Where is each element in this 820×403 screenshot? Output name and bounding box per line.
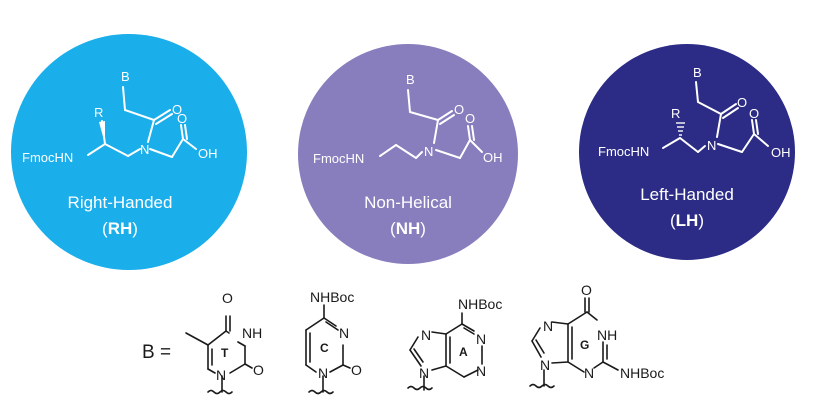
atom-o-amide: O: [737, 95, 747, 110]
monomer-right-handed: B R FmocHN N O O OH Right-Handed (RH): [11, 34, 247, 270]
monomer-name: Right-Handed: [68, 193, 173, 212]
guanine-structure: [529, 297, 619, 389]
atom-oh: OH: [483, 150, 503, 165]
atom-n7: N: [543, 318, 553, 334]
atom-o-acid: O: [177, 111, 187, 126]
atom-nhboc: NHBoc: [458, 296, 502, 312]
atom-fmochn: FmocHN: [22, 150, 73, 165]
base-letter: G: [580, 338, 589, 352]
atom-nhboc: NHBoc: [310, 289, 354, 305]
atom-nh: NH: [242, 325, 262, 341]
atom-n: N: [216, 367, 226, 383]
circle-left-handed: [579, 44, 795, 260]
circle-right-handed: [11, 34, 247, 270]
circle-non-helical: [298, 44, 518, 264]
base-cytosine: NHBoc N O N C: [305, 289, 362, 395]
atom-b: B: [406, 72, 415, 87]
atom-n: N: [140, 142, 149, 157]
thymine-structure: [185, 315, 253, 395]
monomer-non-helical: B FmocHN N O O OH Non-Helical (NH): [298, 44, 518, 264]
monomer-name: Non-Helical: [364, 193, 452, 212]
monomer-abbr: (NH): [390, 219, 426, 238]
structure-non-helical: [379, 89, 483, 159]
atom-o-right: O: [253, 362, 264, 378]
base-guanine: O N NH N N NHBoc G: [529, 282, 664, 389]
atom-n: N: [707, 138, 716, 153]
base-adenine: NHBoc N N N N A: [407, 296, 502, 391]
adenine-structure: [407, 312, 483, 391]
atom-fmochn: FmocHN: [313, 151, 364, 166]
atom-b: B: [693, 65, 702, 80]
atom-fmochn: FmocHN: [598, 144, 649, 159]
base-letter: C: [320, 341, 329, 355]
base-thymine: O NH O N T: [185, 290, 264, 395]
atom-o-top: O: [222, 290, 233, 306]
atom-n-ring: N: [339, 325, 349, 341]
atom-o-amide: O: [454, 102, 464, 117]
atom-n1: N: [476, 331, 486, 347]
atom-b: B: [121, 69, 130, 84]
structure-left-handed: [662, 81, 769, 153]
monomer-abbr: (LH): [670, 211, 704, 230]
base-letter: T: [221, 346, 229, 360]
atom-o-amide: O: [172, 102, 182, 117]
stereo-hash-left-handed: [676, 122, 685, 136]
atom-n: N: [318, 365, 328, 381]
atom-r: R: [671, 106, 680, 121]
atom-o-acid: O: [465, 111, 475, 126]
stereo-wedge-right-handed: [99, 121, 105, 144]
cytosine-structure: [305, 304, 351, 395]
atom-oh: OH: [198, 146, 218, 161]
atom-r: R: [94, 105, 103, 120]
atom-oh: OH: [771, 145, 791, 160]
structure-right-handed: [87, 86, 197, 158]
atom-n3: N: [584, 365, 594, 381]
base-letter: A: [459, 345, 468, 359]
atom-n9: N: [419, 365, 429, 381]
monomer-abbr: (RH): [102, 219, 138, 238]
atom-nhboc: NHBoc: [620, 365, 664, 381]
monomer-left-handed: B R FmocHN N O O OH Left-Handed (LH): [579, 44, 795, 260]
atom-o: O: [351, 362, 362, 378]
base-label: B =: [142, 342, 171, 363]
atom-n3: N: [476, 363, 486, 379]
atom-n7: N: [421, 327, 431, 343]
atom-o-acid: O: [749, 106, 759, 121]
atom-o: O: [581, 282, 592, 298]
monomer-name: Left-Handed: [640, 185, 734, 204]
atom-n: N: [424, 144, 433, 159]
atom-nh: NH: [597, 327, 617, 343]
atom-n9: N: [540, 357, 550, 373]
